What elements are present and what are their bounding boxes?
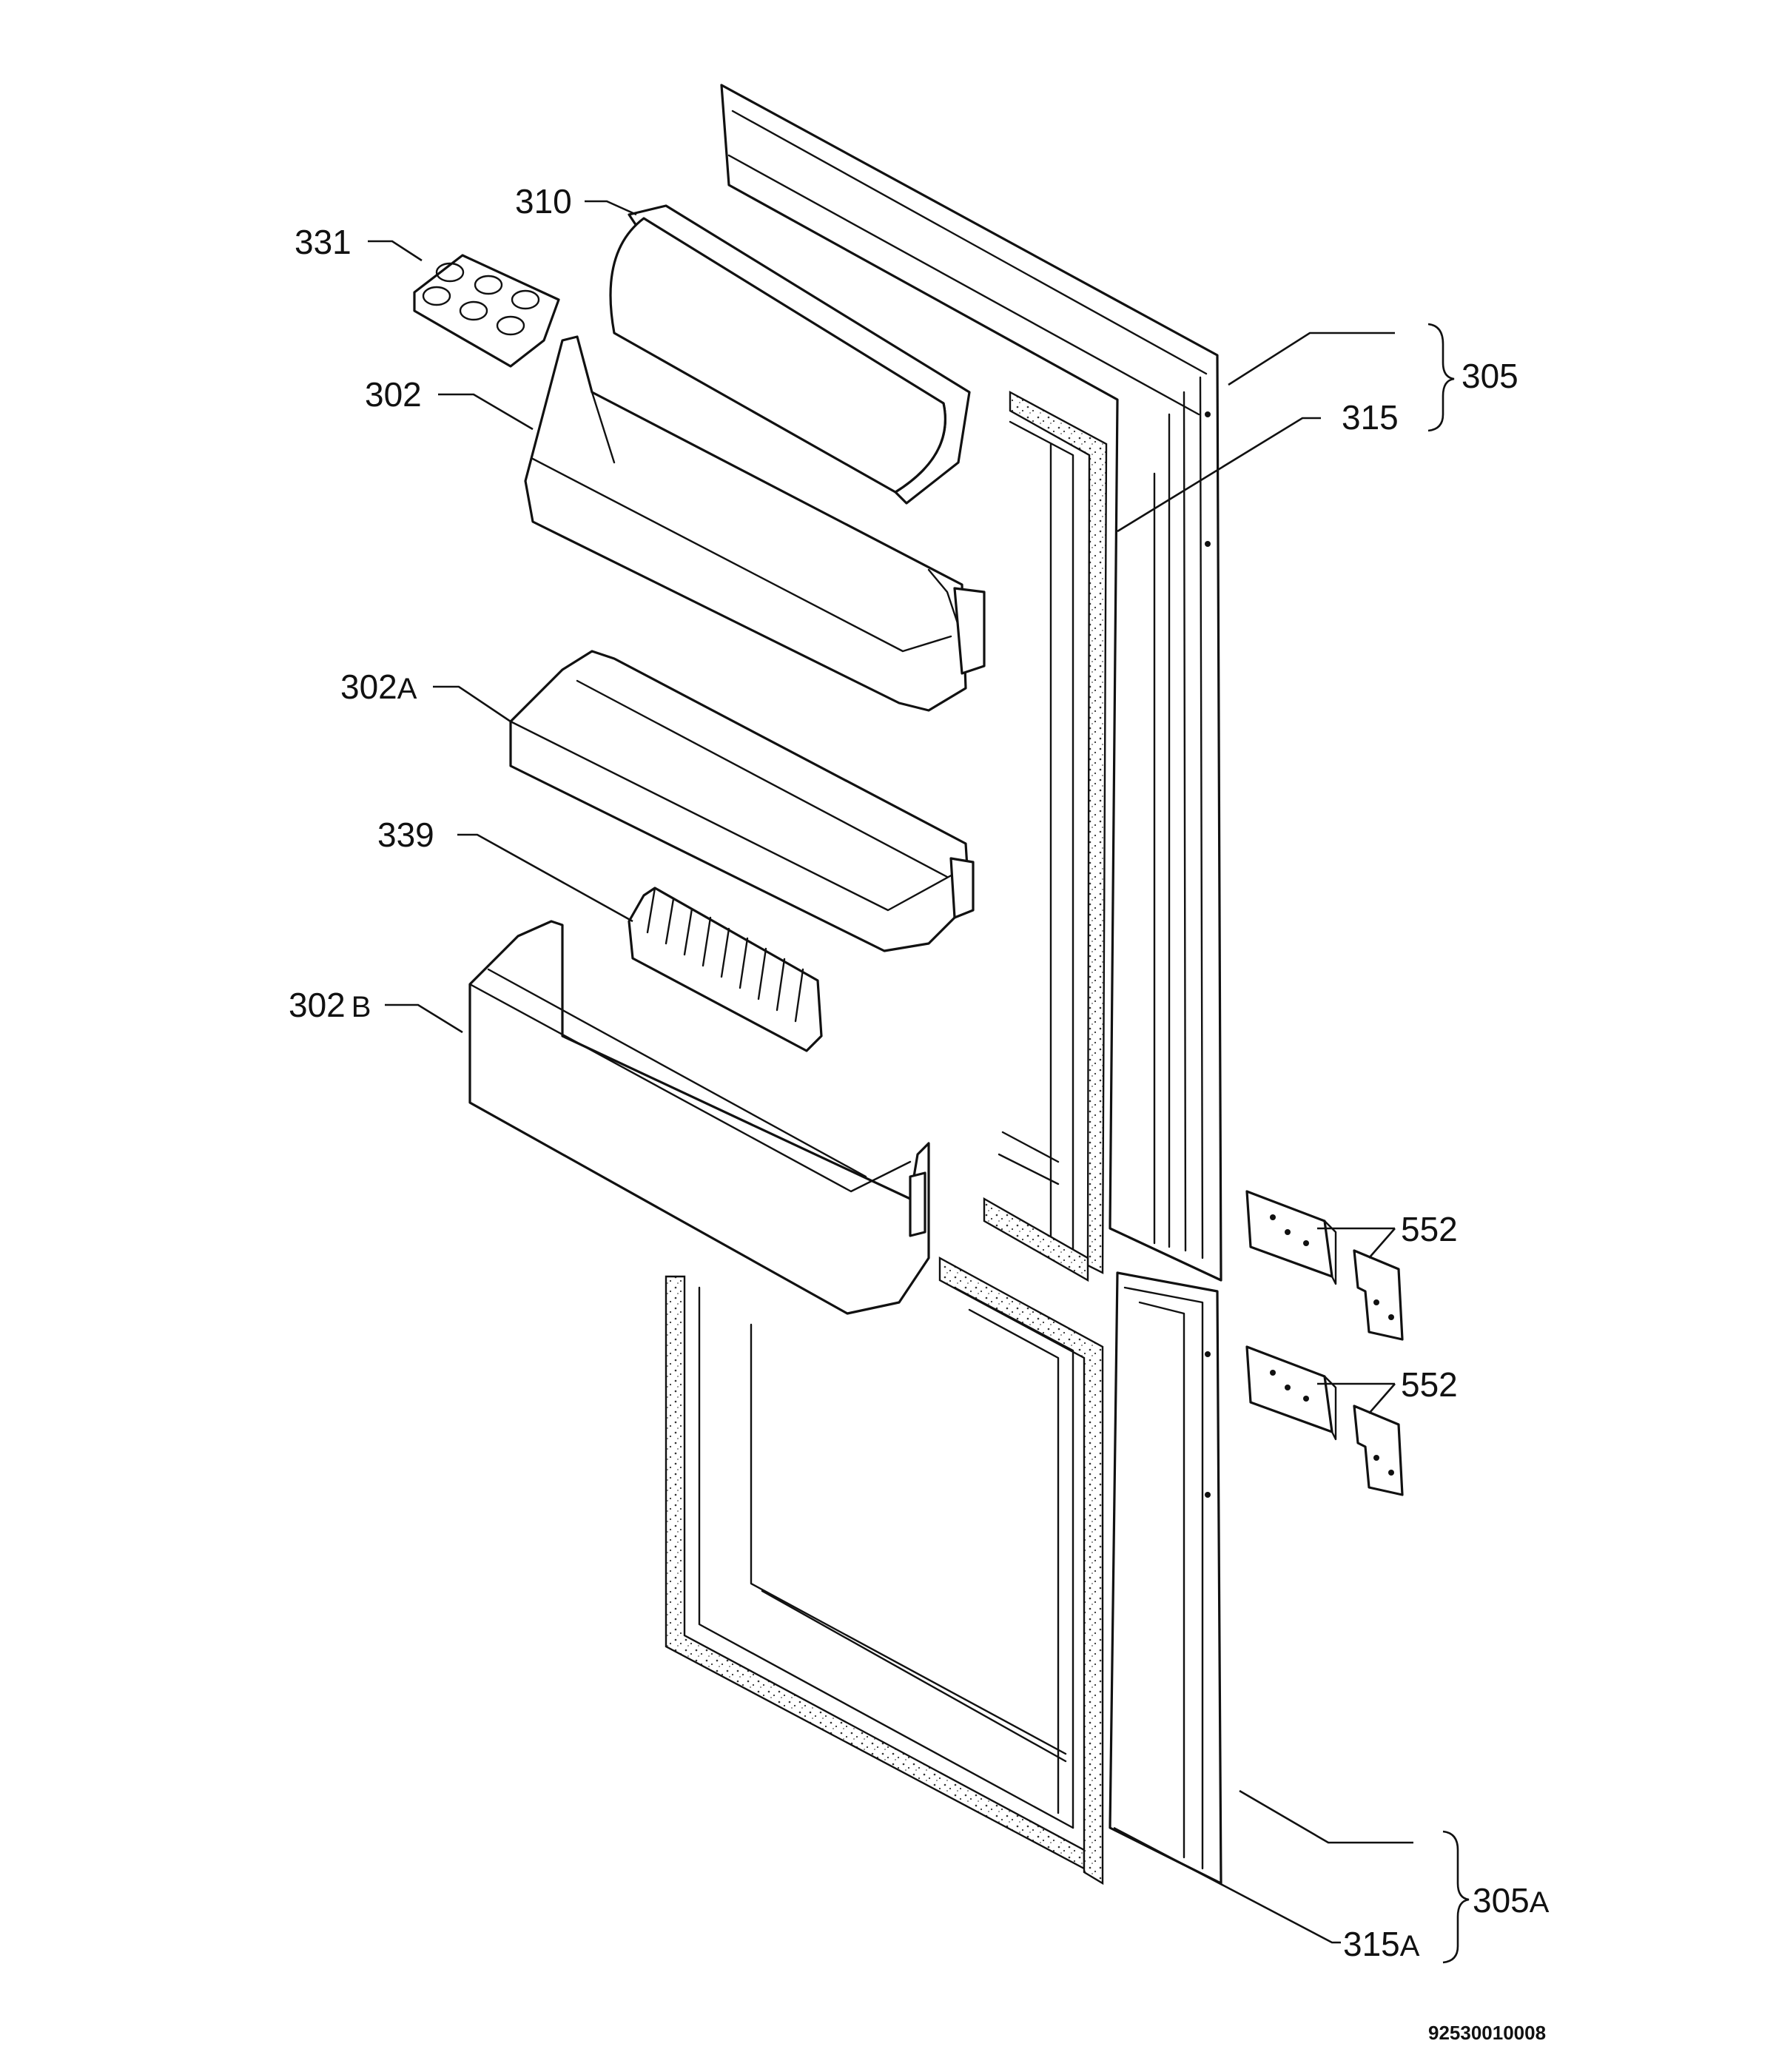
callout-302: 302	[365, 375, 422, 414]
lower-door-panel	[1109, 1271, 1222, 1885]
callout-310: 310	[515, 182, 572, 221]
hinge-bracket-upper	[1245, 1190, 1404, 1341]
callout-552-lower: 552	[1401, 1365, 1458, 1404]
door-shelf-302a	[509, 650, 975, 952]
callout-305: 305	[1462, 357, 1518, 395]
callout-552-upper: 552	[1401, 1210, 1458, 1248]
hinge-bracket-lower	[1245, 1345, 1404, 1496]
callout-302a: 302A	[340, 667, 417, 706]
dairy-compartment-flap	[609, 204, 971, 505]
leader-lines	[368, 200, 1470, 1964]
callout-331: 331	[295, 223, 352, 261]
callout-305a: 305A	[1473, 1881, 1550, 1920]
callout-315: 315	[1342, 398, 1399, 437]
door-shelf-302b	[468, 920, 930, 1315]
callout-315a: 315A	[1343, 1925, 1420, 1963]
bottle-holder	[628, 887, 823, 1052]
callout-339: 339	[377, 815, 434, 854]
door-shelf-302	[524, 335, 986, 712]
egg-tray	[413, 254, 560, 368]
upper-door-panel	[720, 84, 1222, 1282]
upper-door-gasket	[983, 390, 1108, 1282]
drawing-number: 92530010008	[1428, 2022, 1546, 2044]
lower-door-gasket	[665, 1256, 1104, 1886]
